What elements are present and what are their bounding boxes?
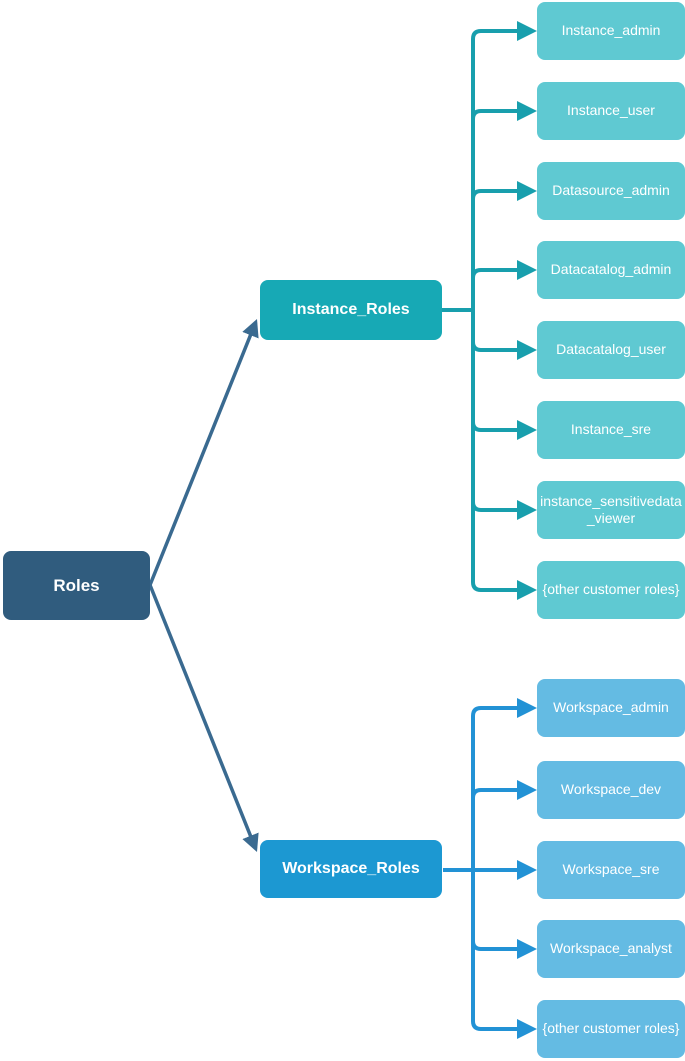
node-instance-admin: Instance_admin xyxy=(537,2,685,60)
node-instance-sensitivedata-viewer: instance_sensitivedata_viewer xyxy=(537,481,685,539)
node-instance-user: Instance_user xyxy=(537,82,685,140)
root-connectors xyxy=(148,318,259,853)
arrow-roles-to-instance-roles xyxy=(148,318,259,586)
node-workspace-dev: Workspace_dev xyxy=(537,761,685,819)
instance-branch-7 xyxy=(471,500,537,520)
instance-branch-5 xyxy=(471,340,537,360)
instance-branch-3 xyxy=(471,181,537,201)
node-workspace-roles: Workspace_Roles xyxy=(260,840,442,898)
instance-branch-6 xyxy=(471,420,537,440)
instance-connectors xyxy=(442,21,537,600)
node-instance-other-roles: {other customer roles} xyxy=(537,561,685,619)
node-instance-sre: Instance_sre xyxy=(537,401,685,459)
node-datacatalog-user: Datacatalog_user xyxy=(537,321,685,379)
node-datasource-admin: Datasource_admin xyxy=(537,162,685,220)
node-datacatalog-admin: Datacatalog_admin xyxy=(537,241,685,299)
node-workspace-analyst: Workspace_analyst xyxy=(537,920,685,978)
instance-branch-4 xyxy=(471,260,537,280)
instance-trunk-line xyxy=(471,29,482,592)
node-instance-roles: Instance_Roles xyxy=(260,280,442,340)
workspace-branch-2 xyxy=(471,780,537,800)
node-roles: Roles xyxy=(3,551,150,620)
node-workspace-sre: Workspace_sre xyxy=(537,841,685,899)
node-workspace-other-roles: {other customer roles} xyxy=(537,1000,685,1058)
instance-branch-2 xyxy=(471,101,537,121)
workspace-branch-4 xyxy=(471,939,537,959)
workspace-connectors xyxy=(443,698,537,1039)
node-workspace-admin: Workspace_admin xyxy=(537,679,685,737)
arrow-roles-to-workspace-roles xyxy=(148,584,259,853)
